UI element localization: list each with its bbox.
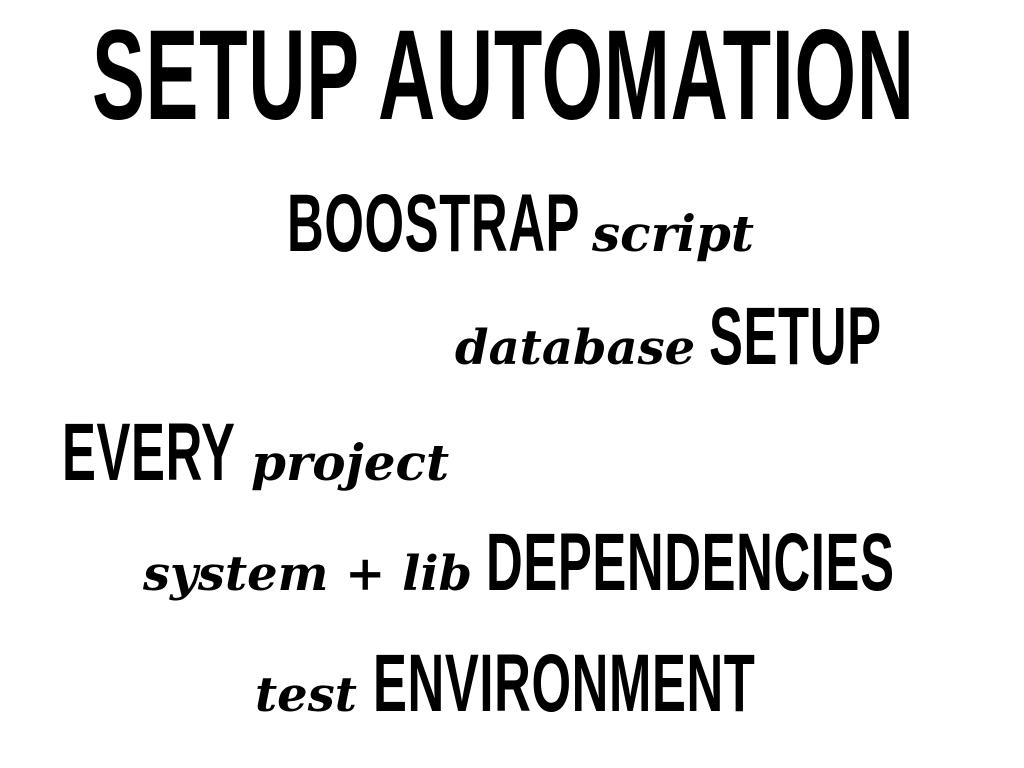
slide-title-text: SETUP AUTOMATION bbox=[92, 4, 915, 147]
caps-word: SETUP bbox=[709, 291, 882, 382]
script-word: script bbox=[592, 204, 754, 263]
script-word: database bbox=[455, 320, 696, 376]
line-bootstrap-script: BOOSTRAP script bbox=[287, 183, 754, 265]
caps-word: BOOSTRAP bbox=[287, 178, 581, 269]
line-every-project: EVERY project bbox=[62, 412, 449, 494]
script-word: system + lib bbox=[143, 546, 473, 602]
caps-word: ENVIRONMENT bbox=[372, 638, 756, 729]
caps-word: EVERY bbox=[62, 407, 236, 498]
line-database-setup: database SETUP bbox=[455, 296, 994, 378]
script-word: project bbox=[251, 433, 450, 492]
line-system-lib-dependencies: system + lib DEPENDENCIES bbox=[143, 522, 1024, 604]
line-test-environment: test ENVIRONMENT bbox=[255, 643, 1024, 725]
slide-title: SETUP AUTOMATION bbox=[92, 12, 1024, 140]
script-word: test bbox=[255, 667, 357, 723]
caps-word: DEPENDENCIES bbox=[486, 517, 895, 608]
